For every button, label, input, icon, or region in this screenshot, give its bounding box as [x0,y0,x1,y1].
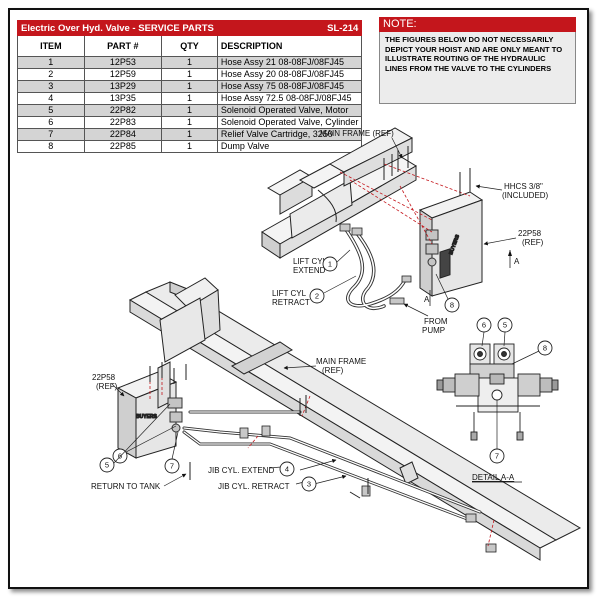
balloon-5-detail: 5 [503,321,507,330]
service-parts-table: Electric Over Hyd. Valve - SERVICE PARTS… [17,20,363,153]
balloon-4: 4 [285,465,289,474]
balloon-2: 2 [315,292,319,301]
header-qty: QTY [161,35,218,57]
lower-main-frame [128,277,582,561]
label-detail-a-a: DETAIL A-A [472,473,515,482]
note-text: THE FIGURES BELOW DO NOT NECESSARILY DEP… [379,32,576,104]
upper-fittings [339,223,412,305]
balloon-7-left: 7 [170,462,174,471]
balloon-8: 8 [450,301,454,310]
label-jib-extend: JIB CYL. EXTEND [208,466,274,475]
label-main-frame-top: MAIN FRAME (REF) [320,129,394,138]
label-return-to-tank: RETURN TO TANK [91,482,161,491]
note-title: NOTE: [379,17,576,32]
balloon-3: 3 [307,480,311,489]
table-title: Electric Over Hyd. Valve - SERVICE PARTS [17,20,218,36]
label-from-pump: FROM [424,317,448,326]
lower-valve-box: BUYERS [116,361,183,459]
label-lift-retract: LIFT CYL [272,289,307,298]
label-hhcs-included: (INCLUDED) [502,191,549,200]
table-code: SL-214 [216,20,363,36]
table-header-row: ITEM PART # QTY DESCRIPTION [17,35,363,57]
label-from-pump-2: PUMP [422,326,445,335]
header-item: ITEM [17,35,85,57]
valve-brand-left: BUYERS [136,414,158,420]
upper-bolts [383,146,471,196]
balloons [99,256,553,492]
lift-cylinder-hoses [343,226,407,310]
balloon-6-left: 6 [118,452,122,461]
upper-main-frame [261,127,417,259]
label-hhcs: HHCS 3/8" [504,182,543,191]
balloon-8-detail: 8 [543,344,547,353]
label-lift-retract-2: RETRACT [272,298,310,307]
lower-fittings [239,425,497,553]
label-main-frame-mid: MAIN FRAME [316,357,366,366]
balloon-7-detail: 7 [495,452,499,461]
upper-valve-box: BUYERS [418,191,484,297]
balloon-1: 1 [328,260,332,269]
label-22p58-top-ref: (REF) [522,238,544,247]
table-title-row: Electric Over Hyd. Valve - SERVICE PARTS… [17,20,363,36]
label-22p58-top: 22P58 [518,229,542,238]
lower-bolts [149,362,369,499]
header-description: DESCRIPTION [216,35,363,57]
label-lift-extend-2: EXTEND [293,266,326,275]
note-box: NOTE: THE FIGURES BELOW DO NOT NECESSARI… [379,17,576,105]
balloon-6-detail: 6 [482,321,486,330]
label-lift-extend: LIFT CYL [293,257,328,266]
detail-a-a [436,343,559,441]
label-22p58-left-ref: (REF) [96,382,118,391]
section-a-bottom: A [424,295,430,304]
label-22p58-left: 22P58 [92,373,116,382]
label-main-frame-mid-ref: (REF) [322,366,344,375]
section-a-top: A [514,257,520,266]
label-jib-retract: JIB CYL. RETRACT [218,482,290,491]
balloon-5-left: 5 [105,461,109,470]
